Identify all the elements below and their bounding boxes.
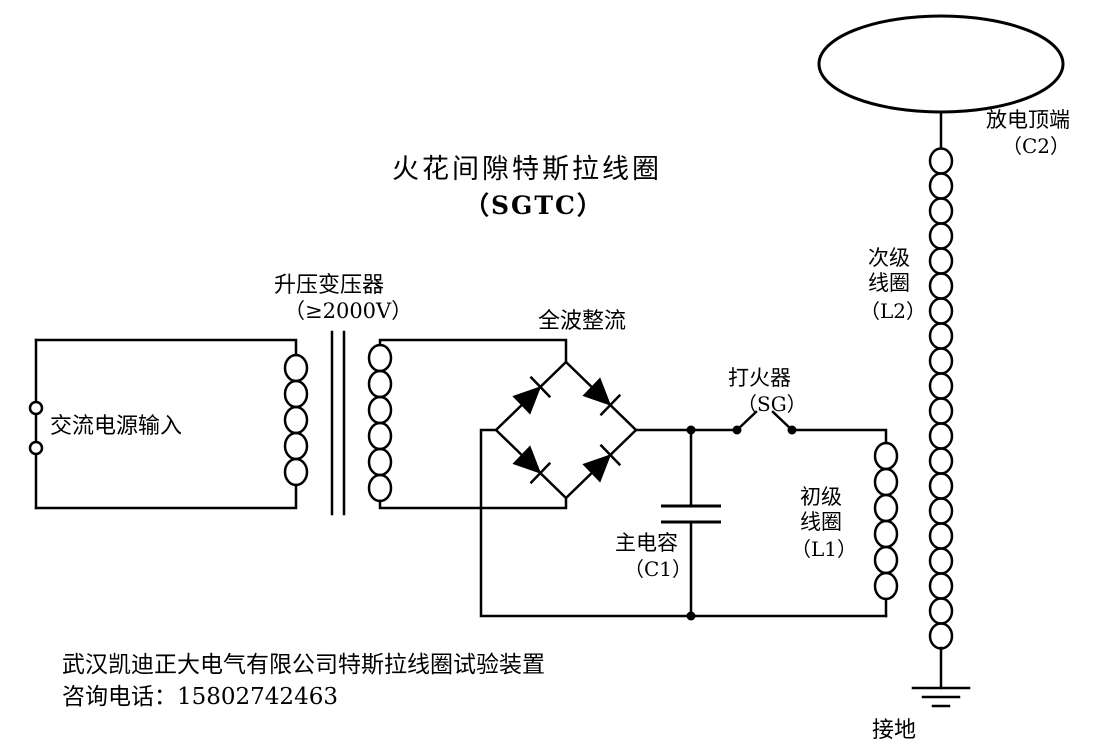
footer-phone-text: 咨询电话：15802742463 (62, 684, 338, 710)
primary-coil (873, 441, 899, 618)
spark-gap (732, 410, 888, 445)
diagram-title: 火花间隙特斯拉线圈 (392, 154, 662, 185)
capacitor-ref-label: （C1） (624, 557, 692, 581)
main-capacitor (661, 425, 721, 621)
top-load-label: 放电顶端 (986, 108, 1070, 132)
ac-input-terminals (28, 338, 298, 510)
toroid-top-load (817, 14, 1065, 150)
ac-input-label: 交流电源输入 (50, 414, 182, 439)
transformer-spec-label: （≥2000V） (284, 299, 412, 323)
primary-coil-label-line2: 线圈 (800, 510, 842, 534)
footer-company-text: 武汉凯迪正大电气有限公司特斯拉线圈试验装置 (62, 652, 545, 678)
step-up-transformer (283, 330, 568, 516)
ground-label: 接地 (872, 718, 916, 743)
rectifier-label: 全波整流 (538, 309, 626, 334)
capacitor-label: 主电容 (615, 531, 678, 555)
primary-coil-label-line1: 初级 (800, 485, 842, 509)
diagram-subtitle: （SGTC） (464, 191, 604, 220)
top-load-ref-label: （C2） (1002, 134, 1070, 158)
ground-symbol (911, 686, 971, 708)
spark-gap-label: 打火器 (728, 366, 791, 390)
transformer-label: 升压变压器 (274, 273, 384, 298)
spark-gap-ref-label: （SG） (737, 392, 807, 416)
secondary-coil-ref-label: （L2） (860, 299, 926, 323)
secondary-coil-label-line1: 次级 (868, 246, 910, 270)
secondary-coil (928, 147, 954, 690)
primary-coil-ref-label: （L1） (791, 537, 857, 561)
secondary-coil-label-line2: 线圈 (868, 271, 910, 295)
